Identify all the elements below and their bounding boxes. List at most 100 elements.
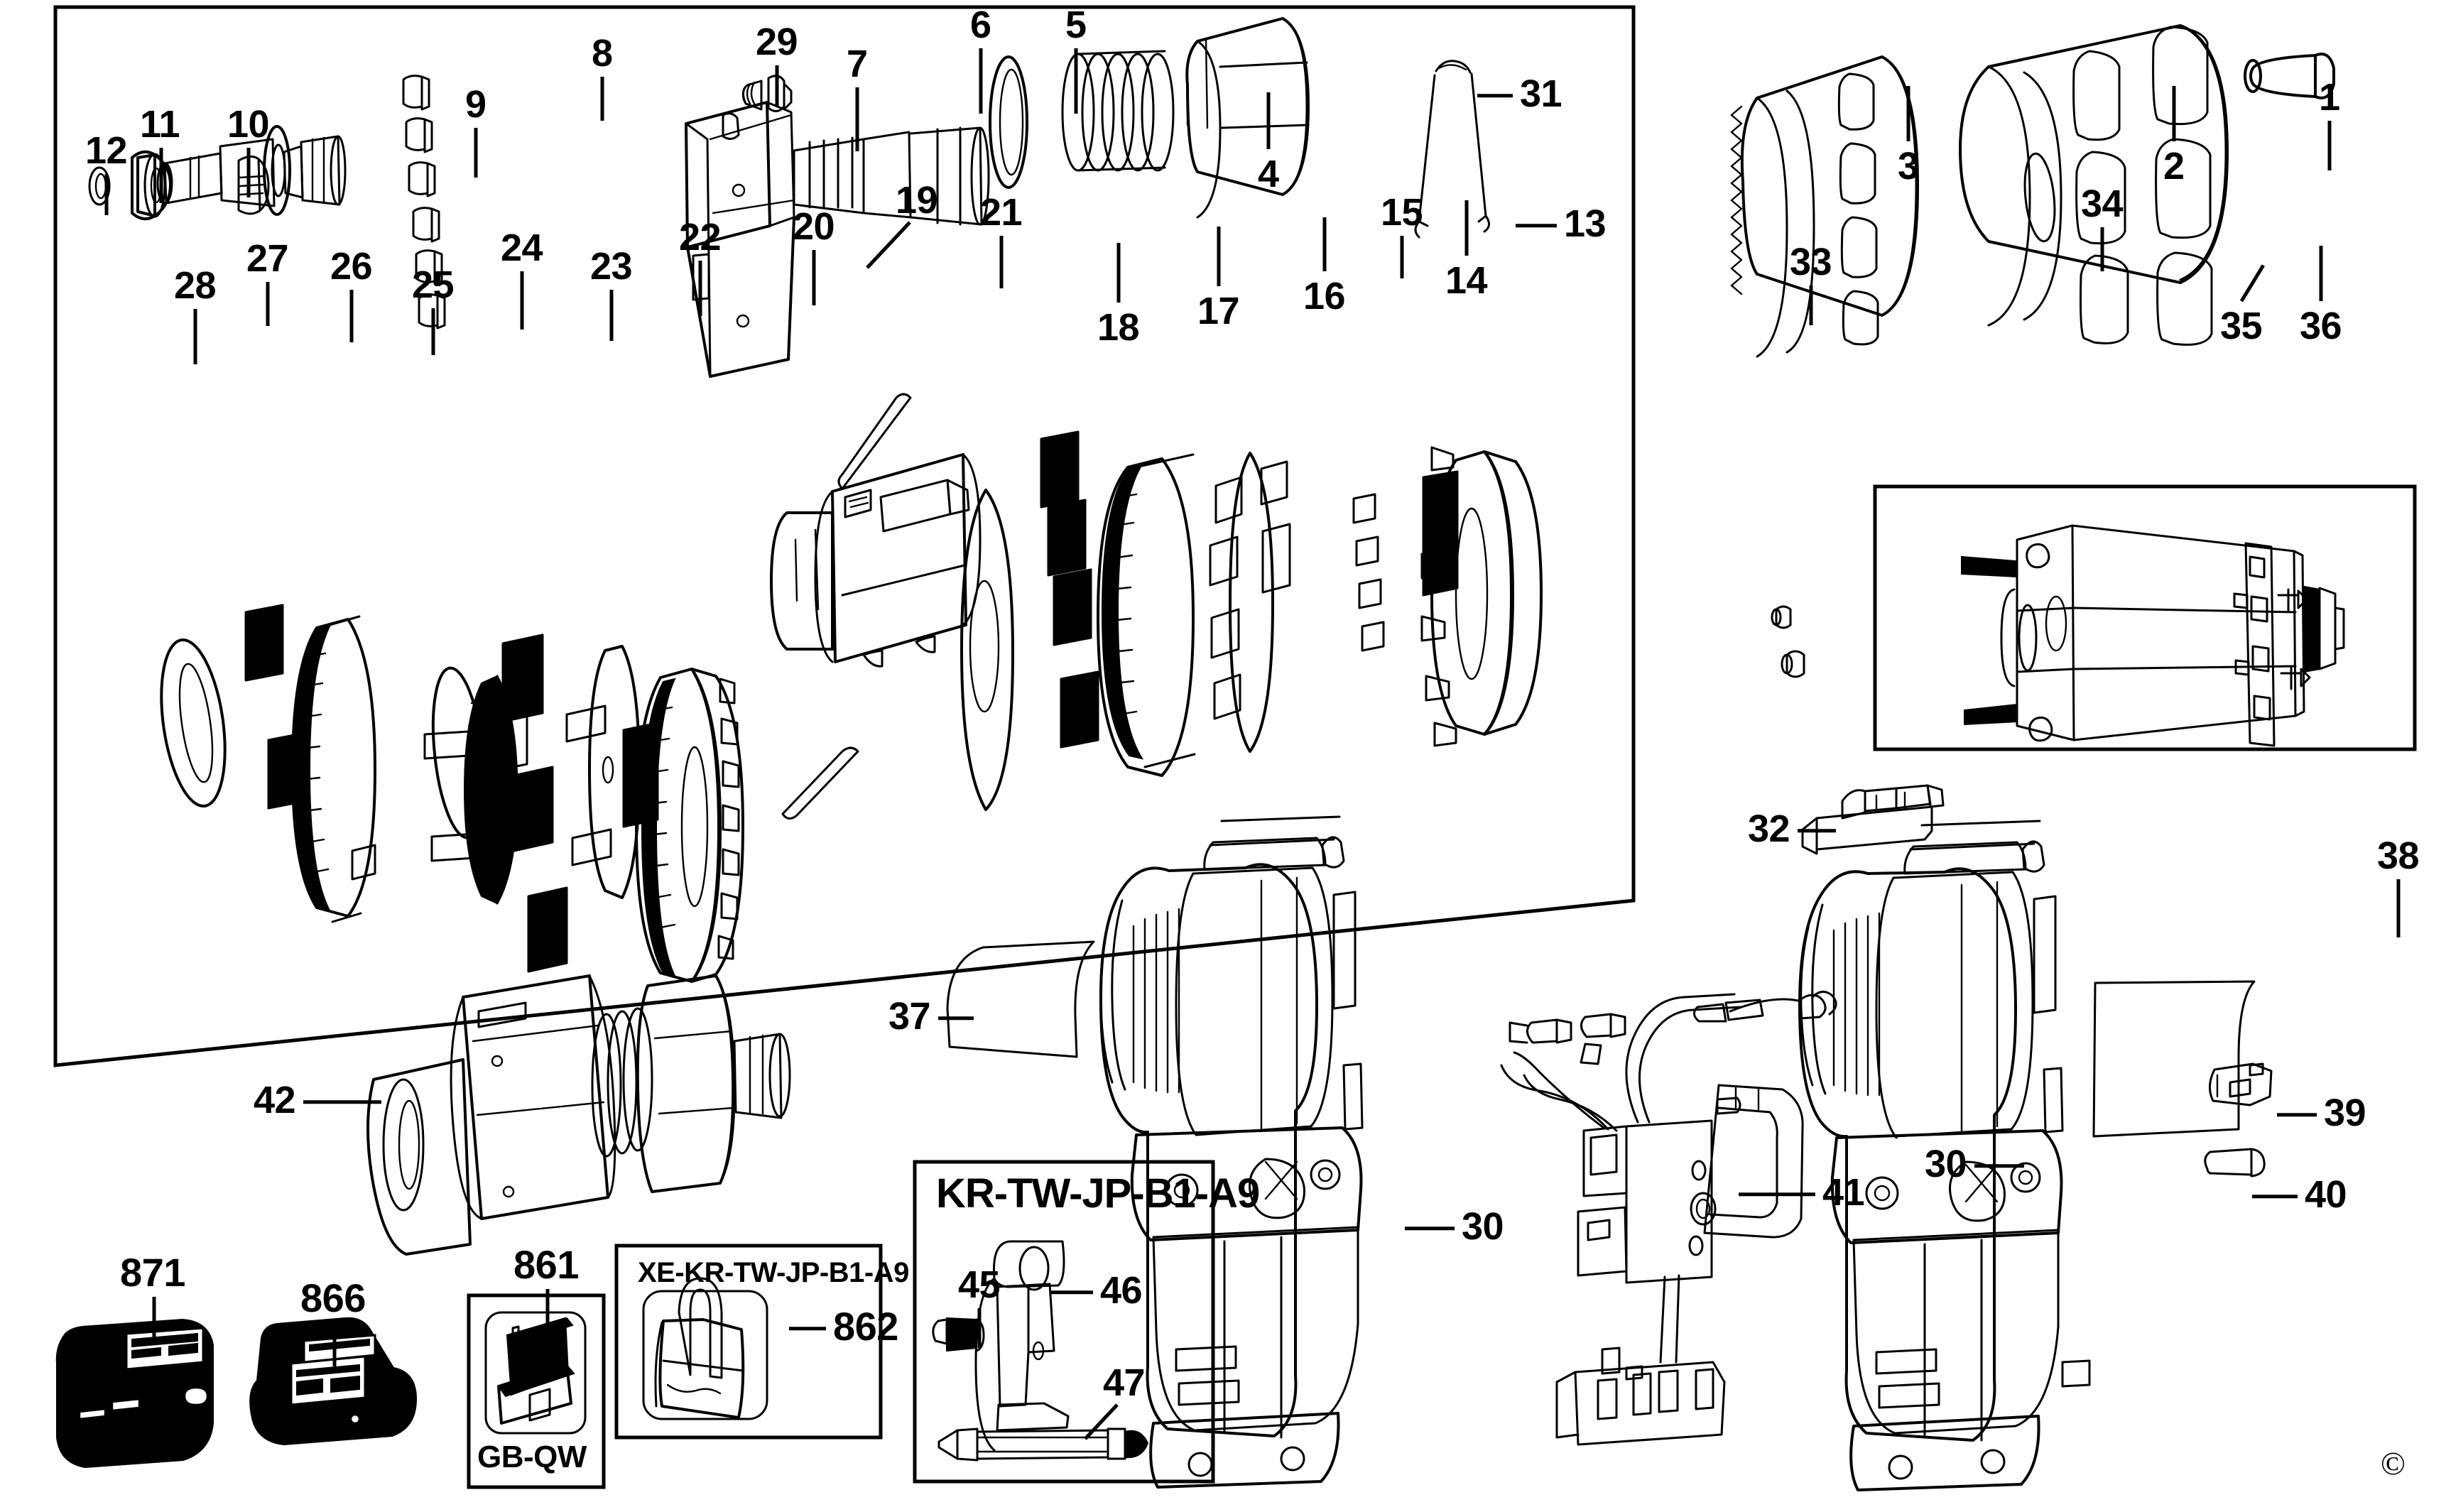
callout-8: 8 [592,32,613,75]
gearcase-group-art [770,393,1543,811]
part-13-selector-ring [1420,446,1543,747]
tool-bag-icon [654,1277,745,1419]
callout-47: 47 [1103,1361,1146,1404]
part-31-wire-clip [1414,60,1490,239]
part-42-gearbox-assembly [366,974,791,1256]
callout-6: 6 [970,4,991,46]
callout-15: 15 [1381,191,1423,234]
callout-30: 30 [1925,1143,1967,1185]
part-17-ring-gear [1097,453,1196,777]
callout-45: 45 [958,1263,1001,1306]
callout-11: 11 [140,103,180,146]
bag-box-862 [614,1244,883,1440]
callout-9: 9 [465,83,487,126]
part-46-belt-hook [974,1240,1070,1452]
part-20-gear-housing [770,453,982,668]
part-39-connector [2209,1062,2273,1106]
clutch-collar-group-art [685,17,1310,378]
callout-4: 4 [1258,153,1279,195]
part-36-screws [2277,588,2311,690]
part-35-brush-plate [2233,542,2276,747]
part-866-battery [249,1317,418,1446]
kit-case-icon [497,1317,575,1425]
part-5-clutch-spring [1061,50,1175,172]
callout-13: 13 [1564,202,1607,245]
callout-18: 18 [1097,306,1140,349]
part-3-chuck-body [1730,55,1919,358]
callout-23: 23 [590,245,633,288]
part-19-pin-upper [837,393,912,490]
callout-32: 32 [1748,807,1790,850]
part-30-housing-right [1798,820,2091,1491]
leader-19 [866,221,911,269]
callout-17: 17 [1197,290,1240,332]
part-18-gear-rollers [1040,430,1099,749]
part-871-charger [55,1318,214,1469]
callout-866: 866 [300,1276,366,1320]
part-28-washer [160,638,227,807]
callout-37: 37 [888,995,931,1038]
callout-36: 36 [2300,305,2342,347]
callout-40: 40 [2305,1173,2347,1216]
part-33-brushes [1771,605,1805,678]
callout-35: 35 [2220,305,2263,347]
callout-46: 46 [1100,1269,1143,1312]
part-7-gearbox-front [685,101,990,378]
callout-leader-lines [104,48,2401,1440]
part-6-washer [989,55,1028,189]
callout-19: 19 [896,179,938,222]
belthook-box [913,1160,1215,1484]
part-34-motor [1961,524,2345,742]
motor-box-group [1771,484,2417,751]
part-21-plate [960,489,1014,811]
part-40-screw [2204,1148,2266,1177]
callout-28: 28 [174,264,217,307]
part-9-spindle [156,125,347,216]
kitbox-title: GB-QW [477,1440,587,1474]
callout-3: 3 [1898,145,1919,187]
callout-862: 862 [833,1304,898,1349]
part-29-setscrew [741,75,793,112]
callout-22: 22 [679,216,722,259]
callout-26: 26 [330,245,373,288]
callout-24: 24 [501,227,543,269]
callout-33: 33 [1790,241,1832,283]
belthook-box-title: KR-TW-JP-B1-A9 [936,1170,1260,1217]
part-8-rollers [402,75,446,330]
planetary-gear-group-art [160,604,859,983]
part-30-housing-left [1099,815,1364,1489]
part-2-chuck-sleeve [1959,24,2229,346]
callout-16: 16 [1303,275,1346,317]
part-1-pin [2244,53,2335,99]
chuck-assembly-art [1414,24,2335,358]
part-41-switch-assembly [1500,991,1837,1446]
callout-12: 12 [85,129,128,172]
part-47-driver-bit [937,1427,1149,1462]
callout-1: 1 [2319,76,2340,119]
bag-box-title: XE-KR-TW-JP-B1-A9 [638,1257,909,1288]
part-26-ring-gear [291,615,376,923]
callout-39: 39 [2324,1092,2366,1134]
callout-29: 29 [756,21,798,63]
part-38-label-shell [2092,980,2256,1138]
part-24-roller-a2 [501,633,568,973]
callout-10: 10 [227,103,270,146]
part-37-label-shell [946,940,1095,1058]
callout-42: 42 [254,1079,296,1121]
part-19-pin-lower [781,746,859,820]
leader-35 [2239,264,2265,303]
callout-7: 7 [847,43,868,85]
part-4-clutch-collar [1185,17,1310,219]
part-45-screw [932,1317,985,1352]
leader-47 [1084,1403,1119,1440]
callout-27: 27 [246,237,289,280]
part-16-carrier [1209,452,1291,753]
copyright-mark: © [2381,1445,2406,1481]
spindle-group-art [88,75,446,330]
callout-38: 38 [2377,834,2420,877]
callout-5: 5 [1065,4,1087,46]
part-15-pins [1352,493,1385,652]
part-27-roller [244,604,284,682]
